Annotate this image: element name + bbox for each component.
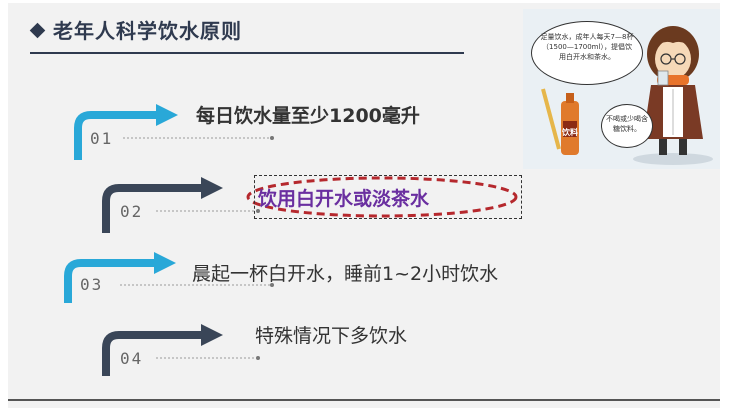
item-number-02: 02 bbox=[120, 202, 144, 221]
item-number-01: 01 bbox=[90, 129, 114, 148]
illustration: 足量饮水，成年人每天7—8杯（1500—1700ml），提倡饮用白开水和茶水。 … bbox=[523, 9, 720, 169]
item-text-03: 晨起一杯白开水，睡前1~2小时饮水 bbox=[192, 263, 499, 285]
item-text-04: 特殊情况下多饮水 bbox=[255, 325, 408, 347]
item-number-03: 03 bbox=[80, 275, 104, 294]
item-text-02: 饮用白开水或淡茶水 bbox=[258, 188, 430, 210]
slide-title-text: 老年人科学饮水原则 bbox=[53, 19, 242, 43]
item-02-selection-box bbox=[254, 175, 522, 219]
drink-warning-bubble: 不喝或少喝含糖饮料。 bbox=[601, 104, 653, 148]
highlight-ellipse bbox=[246, 176, 518, 218]
item-text-01: 每日饮水量至少1200毫升 bbox=[196, 105, 420, 127]
girl-drinking-illustration bbox=[541, 26, 713, 165]
arrow-03-icon bbox=[64, 252, 274, 303]
arrow-01-icon bbox=[74, 104, 274, 160]
arrow-04-icon bbox=[102, 324, 260, 376]
item-number-04: 04 bbox=[120, 349, 144, 368]
step-arrows bbox=[64, 104, 518, 376]
bottom-rule bbox=[8, 399, 720, 401]
speech-bubble: 足量饮水，成年人每天7—8杯（1500—1700ml），提倡饮用白开水和茶水。 bbox=[531, 21, 643, 85]
bottle-label: 饮料 bbox=[562, 128, 578, 137]
title-underline bbox=[30, 52, 464, 54]
arrow-02-icon bbox=[102, 177, 260, 233]
slide-title: 老年人科学饮水原则 bbox=[29, 15, 242, 44]
slide: 老年人科学饮水原则 bbox=[8, 3, 720, 408]
